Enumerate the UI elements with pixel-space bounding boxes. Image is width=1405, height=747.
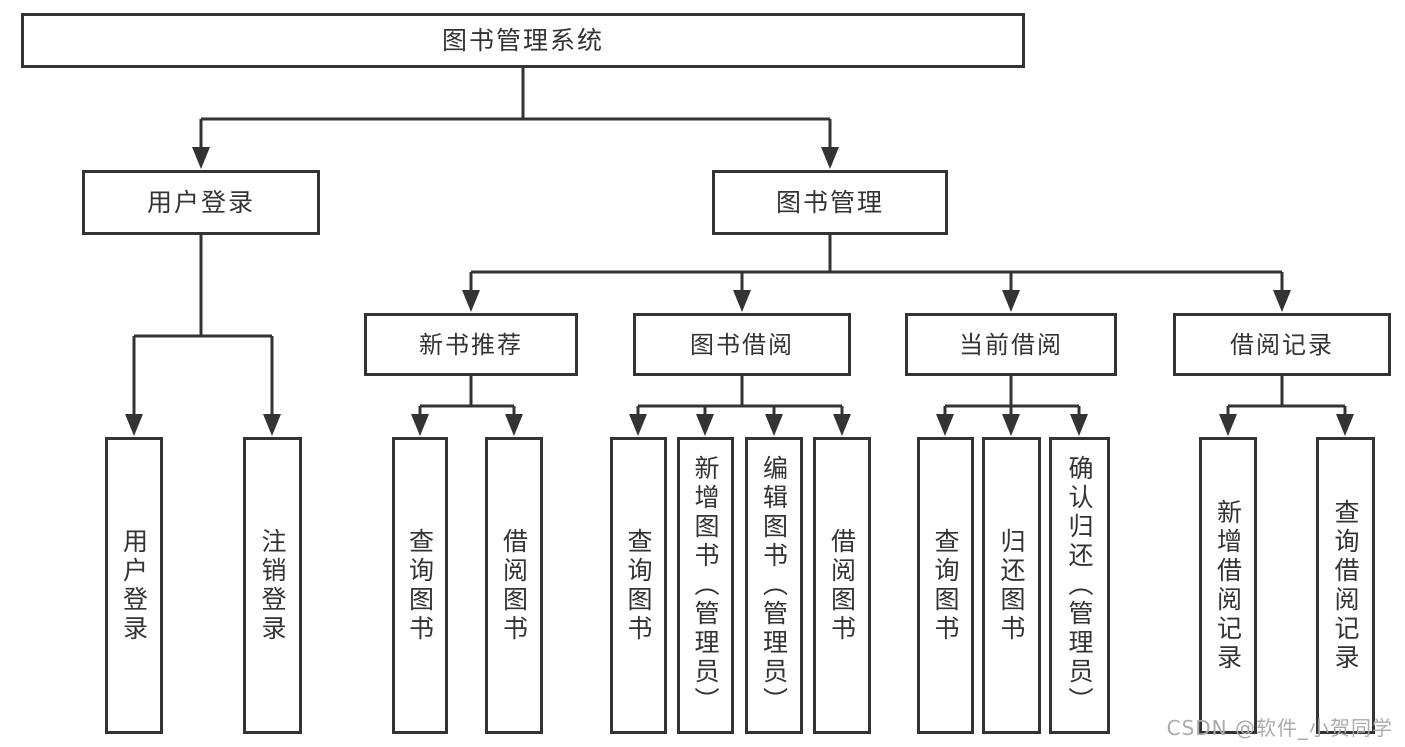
node-book-management: 图书管理 [712, 170, 948, 235]
leaf-query-books-recommend-label: 查询图书 [405, 527, 435, 644]
connector-borrow-records-branch [1219, 376, 1354, 436]
connector-root-to-level2 [192, 68, 839, 169]
node-library-management-system: 图书管理系统 [21, 13, 1025, 68]
leaf-add-book-admin: 新增图书（管理员） [677, 437, 734, 734]
leaf-add-borrow-record: 新增借阅记录 [1199, 437, 1257, 734]
leaf-return-book-label: 归还图书 [997, 527, 1026, 644]
leaf-query-books-recommend: 查询图书 [392, 437, 448, 734]
leaf-query-books-current-label: 查询图书 [931, 527, 960, 644]
node-borrow-records: 借阅记录 [1173, 313, 1391, 376]
leaf-edit-book-admin-label: 编辑图书（管理员） [759, 455, 789, 716]
connector-new-book-recommend-branch [411, 376, 523, 436]
leaf-confirm-return-admin-label: 确认归还（管理员） [1065, 455, 1094, 716]
node-current-borrow: 当前借阅 [905, 313, 1117, 376]
leaf-query-books-current: 查询图书 [917, 437, 974, 734]
leaf-edit-book-admin: 编辑图书（管理员） [745, 437, 803, 734]
node-book-management-label: 图书管理 [775, 188, 884, 217]
leaf-return-book: 归还图书 [982, 437, 1041, 734]
leaf-add-book-admin-label: 新增图书（管理员） [691, 455, 720, 716]
leaf-query-books-borrow: 查询图书 [610, 437, 667, 734]
leaf-add-borrow-record-label: 新增借阅记录 [1213, 498, 1243, 673]
node-current-borrow-label: 当前借阅 [959, 330, 1063, 359]
node-library-management-system-label: 图书管理系统 [441, 26, 604, 55]
leaf-user-login: 用户登录 [105, 437, 163, 734]
watermark: CSDN @软件_小贺同学 [1166, 716, 1393, 740]
leaf-user-login-label: 用户登录 [119, 527, 149, 644]
node-user-login-label: 用户登录 [146, 188, 255, 217]
leaf-query-borrow-record-label: 查询借阅记录 [1331, 498, 1360, 673]
node-book-borrow-label: 图书借阅 [690, 330, 794, 359]
node-borrow-records-label: 借阅记录 [1230, 330, 1334, 359]
node-new-book-recommend: 新书推荐 [364, 313, 578, 376]
leaf-borrow-books: 借阅图书 [813, 437, 871, 734]
connector-user-login-branch [125, 235, 281, 436]
connector-current-borrow-branch [936, 376, 1088, 436]
leaf-borrow-books-recommend: 借阅图书 [485, 437, 543, 734]
leaf-query-books-borrow-label: 查询图书 [624, 527, 653, 644]
leaf-logout: 注销登录 [243, 437, 302, 734]
leaf-logout-label: 注销登录 [258, 527, 287, 644]
node-new-book-recommend-label: 新书推荐 [419, 330, 523, 359]
leaf-confirm-return-admin: 确认归还（管理员） [1049, 437, 1110, 734]
leaf-borrow-books-label: 借阅图书 [827, 527, 857, 644]
connector-book-borrow-branch [629, 376, 851, 436]
connector-book-management-to-level3 [462, 235, 1291, 312]
node-book-borrow: 图书借阅 [633, 313, 851, 376]
leaf-query-borrow-record: 查询借阅记录 [1316, 437, 1375, 734]
leaf-borrow-books-recommend-label: 借阅图书 [499, 527, 529, 644]
node-user-login: 用户登录 [82, 170, 320, 235]
